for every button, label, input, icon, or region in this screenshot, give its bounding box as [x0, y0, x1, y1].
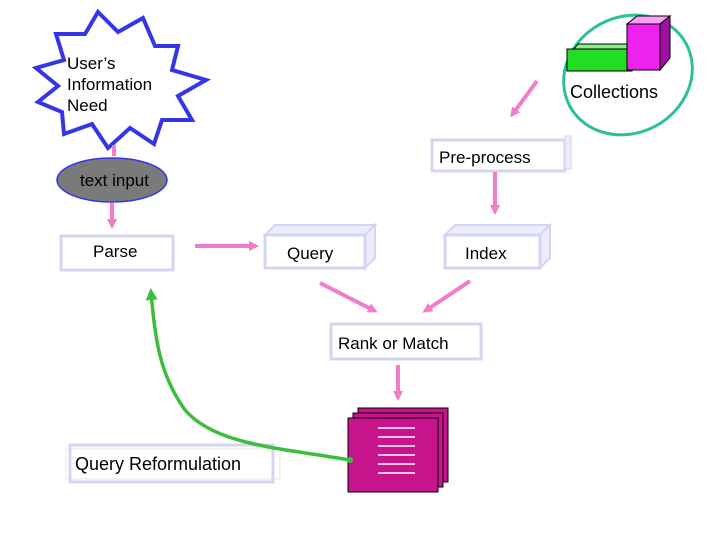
- query-label: Query: [287, 244, 334, 263]
- query-to-rank-arrow: [319, 281, 378, 313]
- index-label: Index: [465, 244, 507, 263]
- text-input-oval: [56, 157, 168, 203]
- rank-or-match-box: [329, 322, 483, 361]
- preprocess-label: Pre-process: [439, 148, 531, 167]
- parse-box: [59, 234, 175, 272]
- query-reformulation-box: [65, 448, 281, 480]
- index-to-rank-arrow: [422, 279, 472, 313]
- rank-or-match-label: Rank or Match: [338, 334, 449, 353]
- information-need-starburst: [31, 8, 212, 152]
- text-input-label: text input: [80, 171, 149, 190]
- collections-ellipse: [562, 13, 694, 137]
- information-need-line: Information: [67, 75, 153, 94]
- query-reformulation-label: Query Reformulation: [75, 454, 242, 474]
- parse-label: Parse: [93, 242, 138, 261]
- feedback-arrow: [145, 288, 351, 462]
- index-box: [442, 222, 553, 271]
- collections-label: Collections: [570, 82, 659, 102]
- collections-cubes: [566, 14, 672, 72]
- information-need-line: User’s: [67, 54, 116, 73]
- query-box: [262, 222, 378, 271]
- results-documents: [347, 407, 449, 493]
- preprocess-box: [430, 138, 567, 173]
- collections-to-preprocess-arrow: [510, 79, 539, 118]
- information-need-line: Need: [67, 96, 108, 115]
